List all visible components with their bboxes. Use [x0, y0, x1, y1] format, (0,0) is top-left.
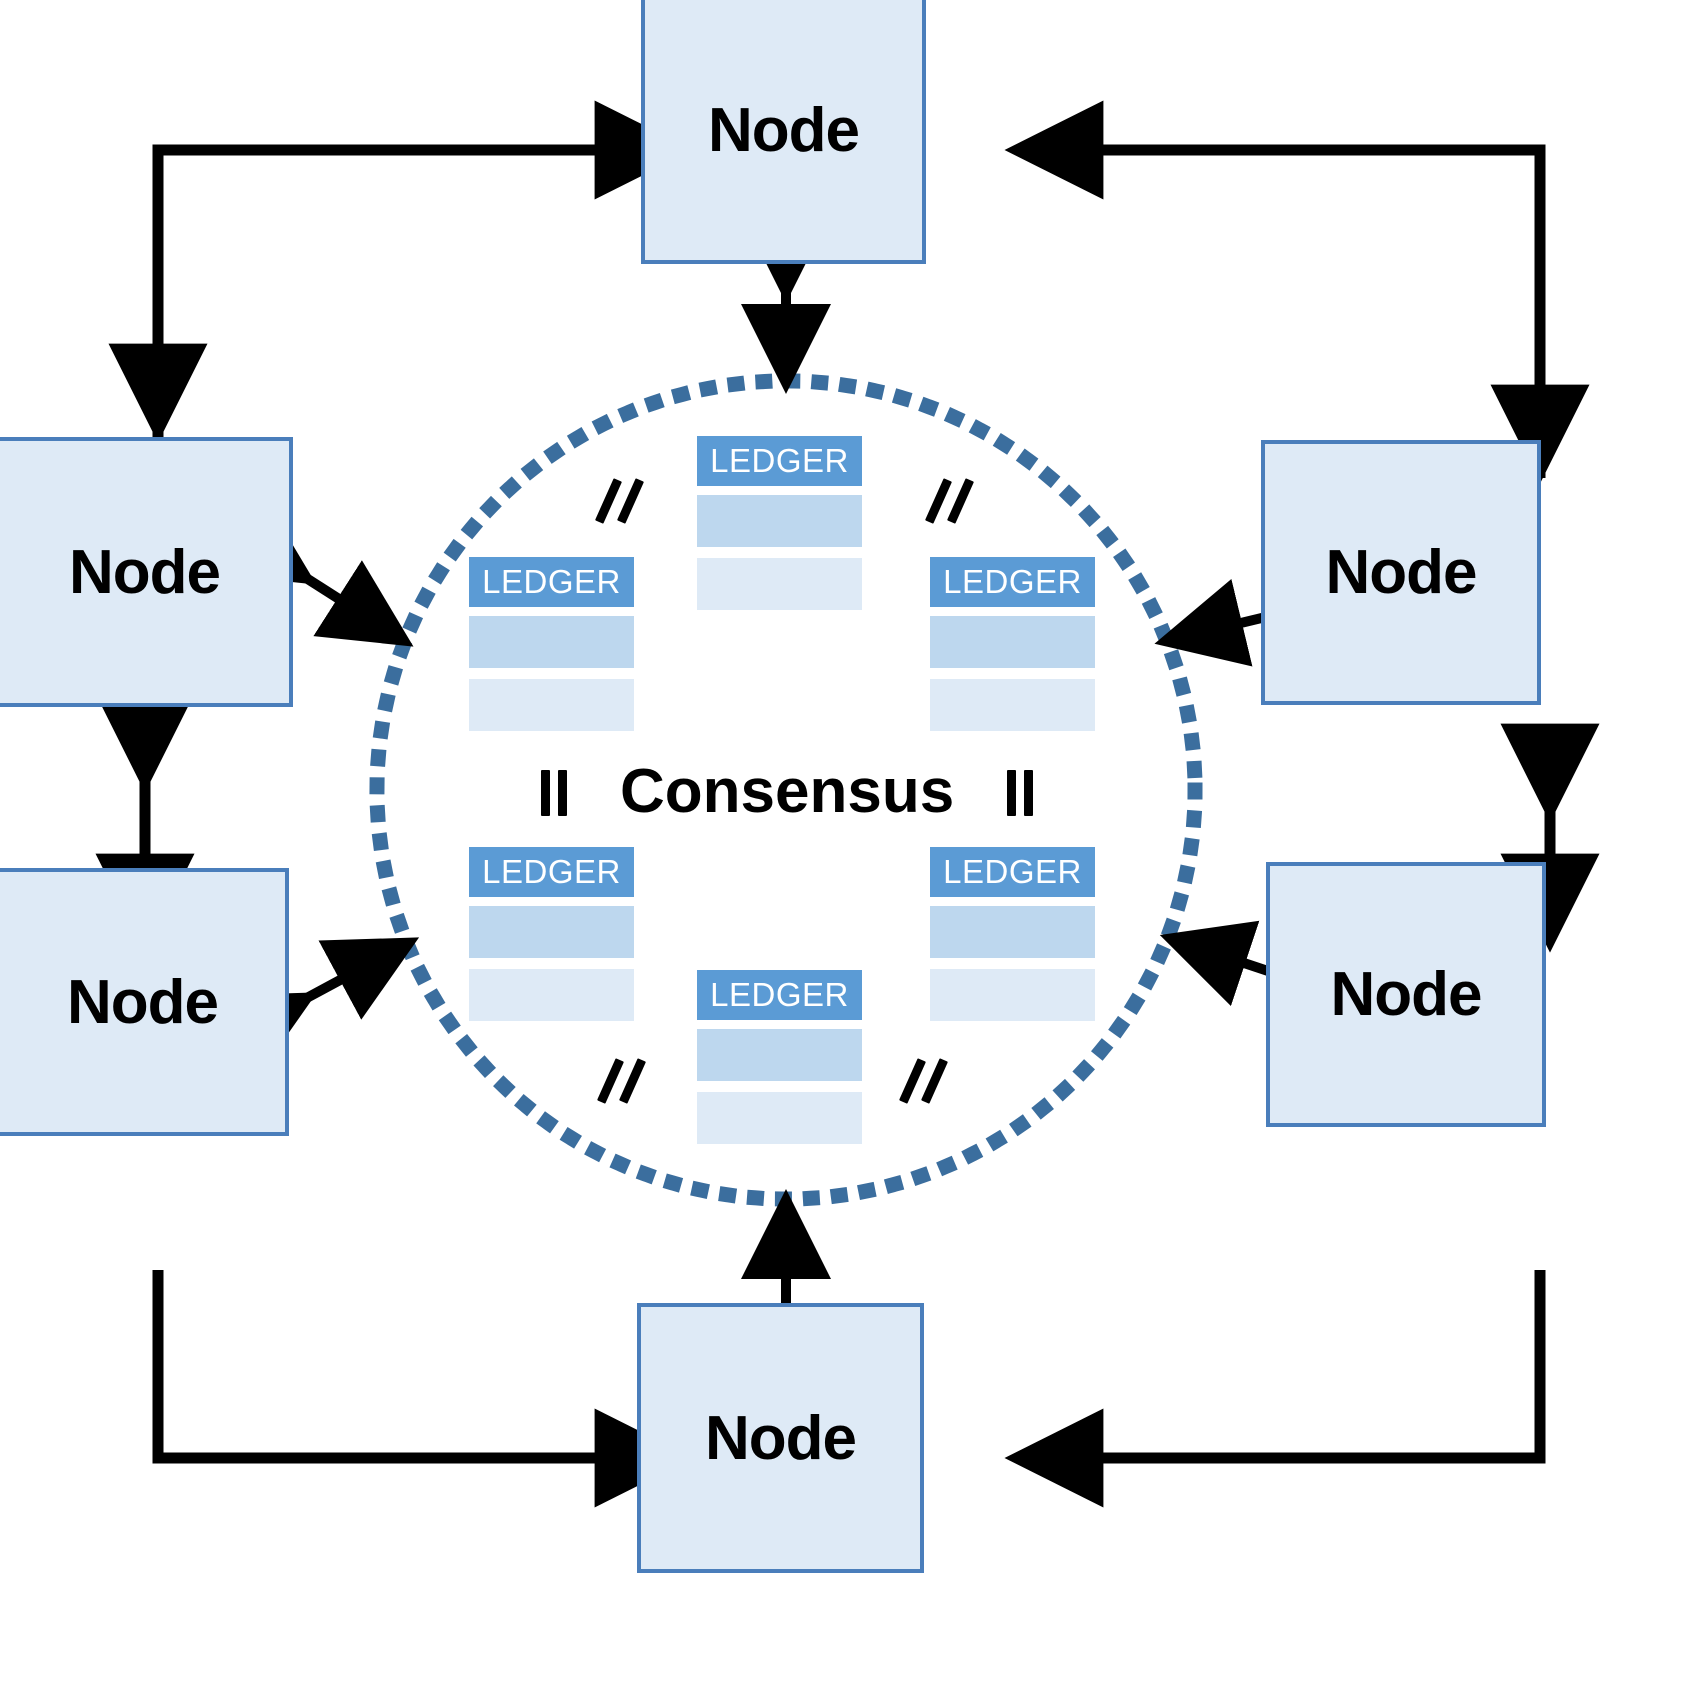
node-left-upper[interactable]: Node	[0, 437, 293, 707]
ledger-row-medium	[930, 616, 1095, 668]
node-label: Node	[67, 967, 219, 1037]
equals-mid-right	[1007, 770, 1047, 816]
ledger-row-light	[930, 969, 1095, 1021]
ledger-row-medium	[697, 1029, 862, 1081]
ledger-header: LEDGER	[930, 557, 1095, 607]
node-label: Node	[1330, 960, 1483, 1029]
node-right-lower[interactable]: Node	[1266, 862, 1546, 1127]
ledger-upper-left[interactable]: LEDGER	[469, 557, 634, 731]
ledger-row-medium	[469, 616, 634, 668]
arrow-right-lower-to-bottom	[1004, 1270, 1546, 1508]
ledger-header: LEDGER	[930, 847, 1095, 897]
ledger-row-medium	[930, 906, 1095, 958]
node-bottom[interactable]: Node	[637, 1303, 924, 1573]
ledger-lower-left[interactable]: LEDGER	[469, 847, 634, 1021]
equals-upper-right	[925, 478, 982, 526]
node-label: Node	[708, 95, 860, 165]
ledger-top[interactable]: LEDGER	[697, 436, 862, 610]
ledger-bottom[interactable]: LEDGER	[697, 970, 862, 1144]
ledger-header: LEDGER	[469, 557, 634, 607]
ledger-row-medium	[469, 906, 634, 958]
arrow-left-upper-to-consensus	[216, 498, 414, 647]
equals-lower-right	[899, 1058, 956, 1106]
node-left-lower[interactable]: Node	[0, 868, 289, 1136]
node-right-upper[interactable]: Node	[1261, 440, 1541, 705]
ledger-row-light	[697, 1092, 862, 1144]
node-label: Node	[705, 1403, 857, 1473]
ledger-lower-right[interactable]: LEDGER	[930, 847, 1095, 1021]
ledger-header: LEDGER	[469, 847, 634, 897]
arrow-left-upper-to-top	[152, 100, 694, 437]
equals-mid-left	[541, 770, 581, 816]
ledger-row-light	[469, 969, 634, 1021]
equals-upper-left	[595, 478, 652, 526]
arrow-left-lower-to-bottom	[152, 1270, 694, 1508]
ledger-upper-right[interactable]: LEDGER	[930, 557, 1095, 731]
ledger-row-light	[930, 679, 1095, 731]
arrow-left-lower-to-consensus	[216, 937, 420, 1075]
ledger-row-light	[469, 679, 634, 731]
equals-lower-left	[597, 1058, 654, 1106]
arrow-right-upper-to-top	[1004, 100, 1546, 478]
ledger-row-medium	[697, 495, 862, 547]
consensus-label: Consensus	[620, 757, 955, 826]
node-label: Node	[69, 537, 221, 607]
ledger-header: LEDGER	[697, 436, 862, 486]
ledger-header: LEDGER	[697, 970, 862, 1020]
node-label: Node	[1325, 538, 1478, 607]
ledger-row-light	[697, 558, 862, 610]
node-top[interactable]: Node	[641, 0, 926, 264]
